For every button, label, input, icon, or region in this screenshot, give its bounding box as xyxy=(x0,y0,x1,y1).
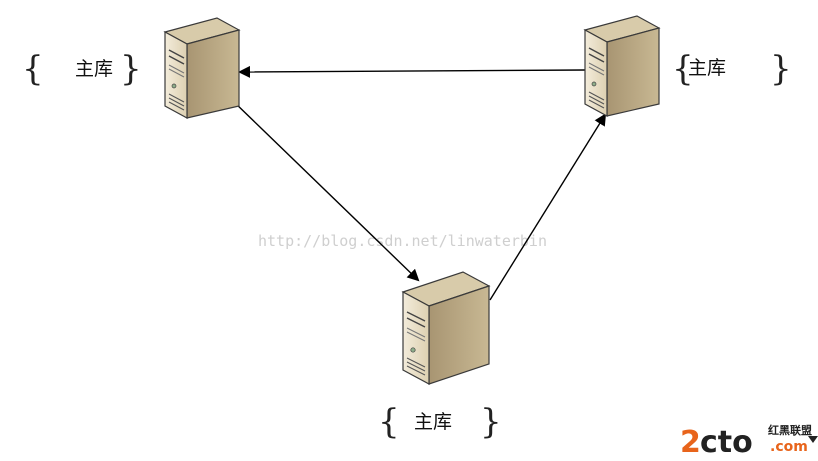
brace-close-right: } xyxy=(770,49,792,89)
brace-close-left: } xyxy=(120,49,142,89)
brace-close-bottom: } xyxy=(480,402,502,442)
node-label-right: { 主库 } xyxy=(672,49,792,89)
label-text-bottom: 主库 xyxy=(414,411,452,433)
brace-open-left: { xyxy=(22,49,44,89)
server-icon-right xyxy=(583,15,661,118)
brace-open-bottom: { xyxy=(378,402,400,442)
edge-bottom-to-right xyxy=(489,113,607,301)
logo-digit: 2 xyxy=(680,425,701,460)
server-icon-left xyxy=(163,17,241,120)
logo-corner-arrow-icon xyxy=(808,436,818,443)
edge-right-to-left xyxy=(238,65,586,78)
site-logo: 2 cto 红黑联盟 .com xyxy=(680,423,818,460)
watermark-text: http://blog.csdn.net/linwaterbin xyxy=(258,232,547,250)
edge-left-to-bottom xyxy=(231,99,420,282)
logo-tagline: 红黑联盟 xyxy=(768,423,812,437)
brace-open-right: { xyxy=(672,49,694,89)
node-label-left: { 主库 } xyxy=(22,49,142,89)
logo-domain: .com xyxy=(770,439,808,455)
edges xyxy=(231,65,607,301)
logo-word: cto xyxy=(700,425,753,460)
node-label-bottom: { 主库 } xyxy=(378,402,502,442)
label-text-right: 主库 xyxy=(688,57,726,79)
label-text-left: 主库 xyxy=(75,58,113,80)
server-icon-bottom xyxy=(401,271,491,386)
